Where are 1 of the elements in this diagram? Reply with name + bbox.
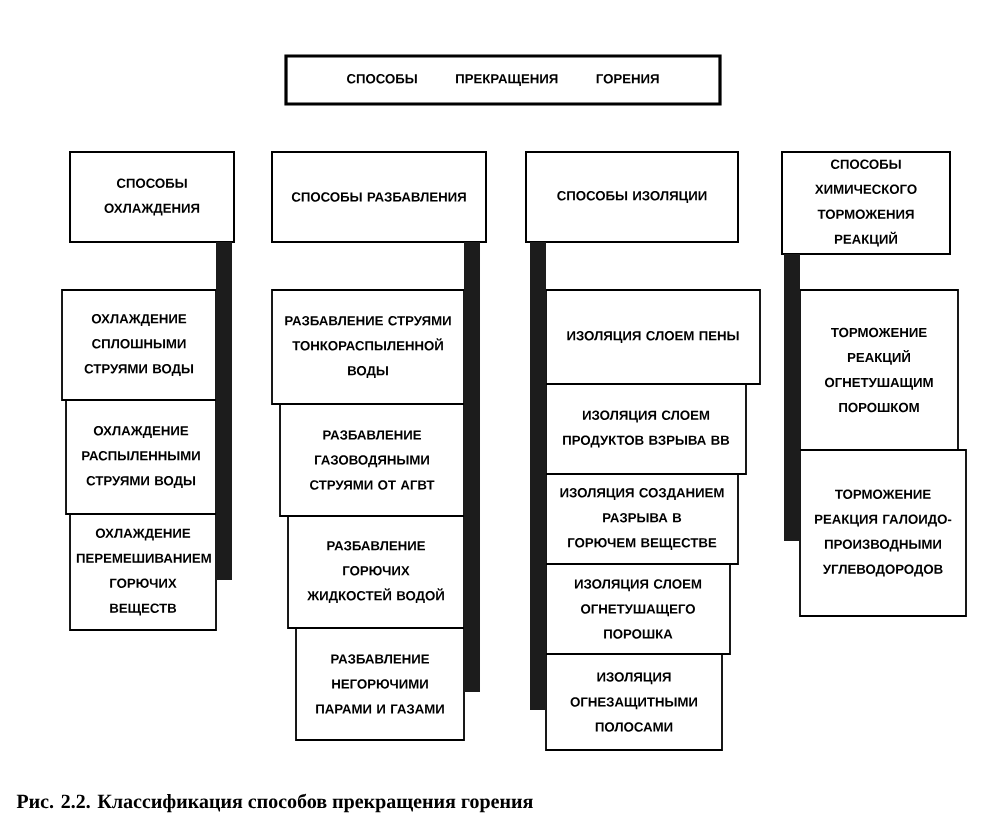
- figure-caption: Рис. 2.2. Классификация способов прекращения горения: [16, 793, 533, 813]
